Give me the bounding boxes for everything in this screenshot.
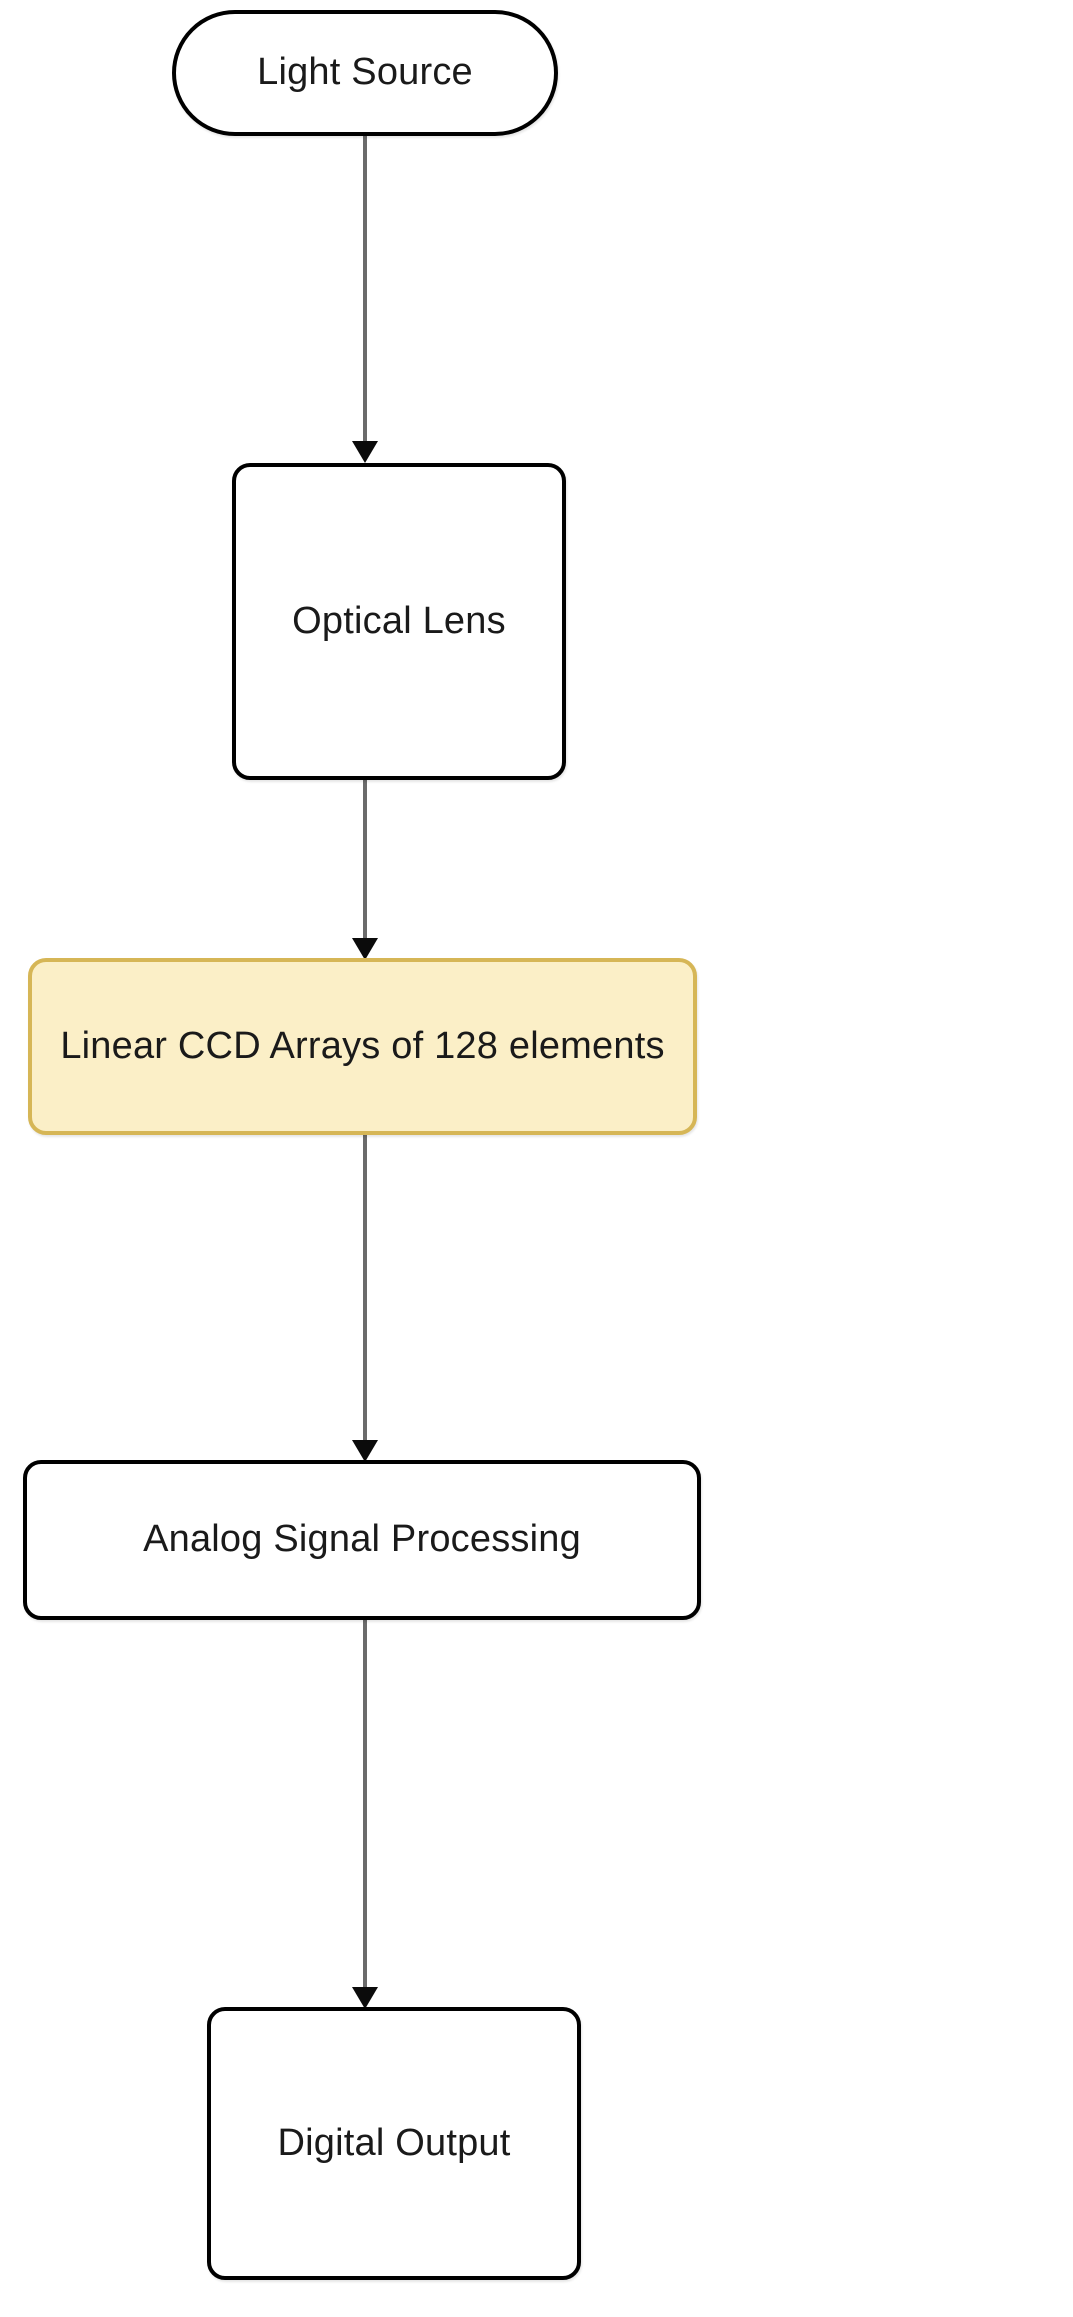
node-label: Light Source [257, 51, 473, 94]
node-optical-lens[interactable]: Optical Lens [232, 463, 566, 780]
node-light-source[interactable]: Light Source [172, 10, 558, 136]
arrowhead-icon [352, 441, 378, 463]
edge-shaft [363, 1620, 367, 1987]
edge-linear-ccd-arrays-to-analog-signal-processing [352, 1135, 378, 1462]
node-analog-signal-processing[interactable]: Analog Signal Processing [23, 1460, 701, 1620]
edge-shaft [363, 1135, 367, 1440]
edge-shaft [363, 135, 367, 441]
node-digital-output[interactable]: Digital Output [207, 2007, 581, 2280]
edge-analog-signal-processing-to-digital-output [352, 1620, 378, 2009]
node-label: Analog Signal Processing [143, 1518, 581, 1561]
edge-optical-lens-to-linear-ccd-arrays [352, 780, 378, 960]
node-label: Optical Lens [292, 599, 506, 642]
edge-shaft [363, 780, 367, 938]
arrowhead-icon [352, 1440, 378, 1462]
node-linear-ccd-arrays[interactable]: Linear CCD Arrays of 128 elements [28, 958, 697, 1135]
arrowhead-icon [352, 1987, 378, 2009]
arrowhead-icon [352, 938, 378, 960]
edge-light-source-to-optical-lens [352, 135, 378, 463]
node-label: Linear CCD Arrays of 128 elements [60, 1024, 665, 1067]
node-label: Digital Output [277, 2121, 511, 2164]
